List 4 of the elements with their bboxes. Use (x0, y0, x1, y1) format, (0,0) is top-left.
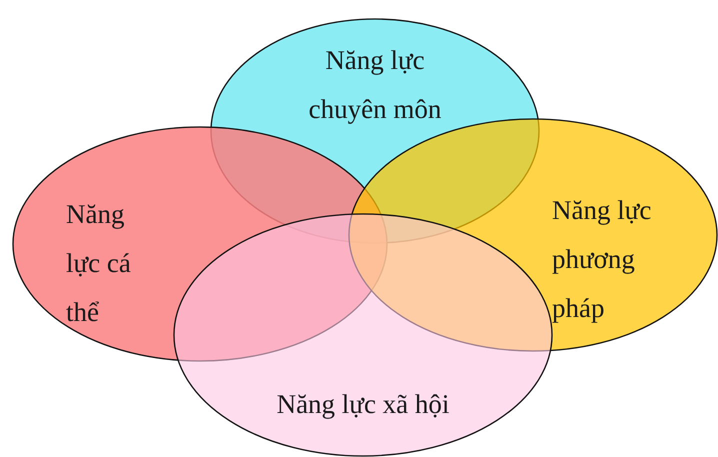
competency-label: Năng lực chuyên môn (308, 44, 442, 126)
competency-label: Năng lực phương pháp (552, 194, 652, 325)
competency-label: Năng lực xã hội (276, 388, 450, 421)
competency-label: Năng lực cá thể (66, 198, 132, 329)
